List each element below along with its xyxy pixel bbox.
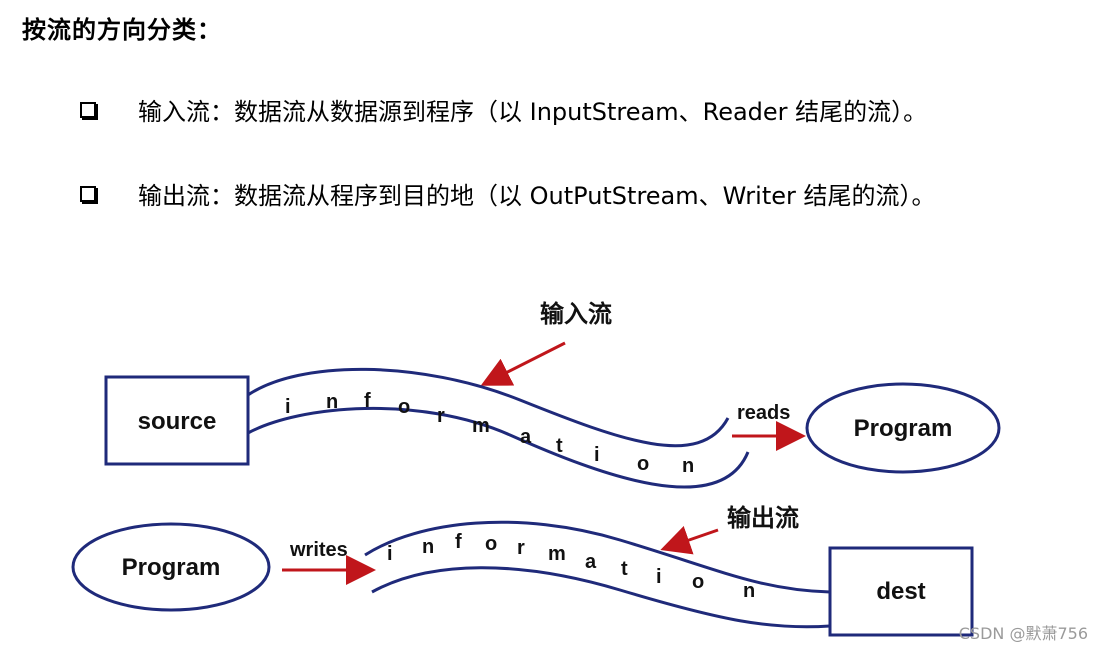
writes-label: writes: [289, 539, 348, 561]
flow-letter: f: [364, 390, 371, 412]
input-flow-letters: i n f o r m a t i o n: [285, 390, 694, 477]
flow-letter: o: [692, 571, 704, 593]
flow-letter: i: [594, 444, 600, 466]
flow-letter: m: [548, 543, 566, 565]
output-caption-arrow: [660, 525, 719, 555]
output-pipe-top: [364, 520, 831, 594]
checkbox-square-icon: [80, 101, 96, 118]
flow-letter: i: [387, 543, 393, 565]
input-program-label: Program: [854, 415, 953, 442]
flow-letter: a: [520, 426, 532, 448]
flow-letter: n: [422, 536, 434, 558]
bullet-output-stream: 输出流：数据流从程序到目的地（以 OutPutStream、Writer 结尾的…: [80, 176, 936, 211]
flow-letter: n: [682, 455, 694, 477]
dest-label: dest: [876, 578, 925, 605]
dest-box: [828, 546, 974, 637]
output-program-label: Program: [122, 554, 221, 581]
reads-label: reads: [737, 402, 790, 424]
watermark: CSDN @默萧756: [958, 624, 1088, 643]
input-pipe-bottom: [247, 406, 750, 489]
flow-letter: f: [455, 531, 462, 553]
input-caption-arrow: [480, 341, 566, 386]
flow-letter: a: [585, 551, 597, 573]
output-program-ellipse: [71, 522, 271, 612]
flow-letter: r: [517, 537, 525, 559]
input-program-ellipse: [805, 382, 1001, 474]
flow-letter: o: [485, 533, 497, 555]
output-flow-letters: i n f o r m a t i o n: [387, 531, 755, 602]
source-label: source: [138, 408, 217, 435]
flow-letter: o: [637, 453, 649, 475]
checkbox-square-icon: [80, 185, 96, 202]
flow-letter: t: [621, 558, 628, 580]
input-stream-caption: 输入流: [540, 300, 612, 328]
flow-letter: r: [437, 405, 445, 427]
flow-letter: n: [326, 391, 338, 413]
input-pipe-top: [247, 367, 730, 448]
bullet-text: 输出流：数据流从程序到目的地（以 OutPutStream、Writer 结尾的…: [138, 182, 936, 210]
bullet-text: 输入流：数据流从数据源到程序（以 InputStream、Reader 结尾的流…: [138, 98, 928, 126]
flow-letter: m: [472, 415, 490, 437]
flow-letter: n: [743, 580, 755, 602]
output-pipe-bottom: [371, 566, 831, 629]
flow-letter: i: [656, 566, 662, 588]
flow-letter: i: [285, 396, 291, 418]
source-box: [104, 375, 250, 466]
flow-letter: o: [398, 396, 410, 418]
output-stream-caption: 输出流: [727, 504, 799, 532]
page-heading: 按流的方向分类：: [22, 16, 222, 44]
bullet-input-stream: 输入流：数据流从数据源到程序（以 InputStream、Reader 结尾的流…: [80, 92, 927, 127]
flow-letter: t: [556, 435, 563, 457]
